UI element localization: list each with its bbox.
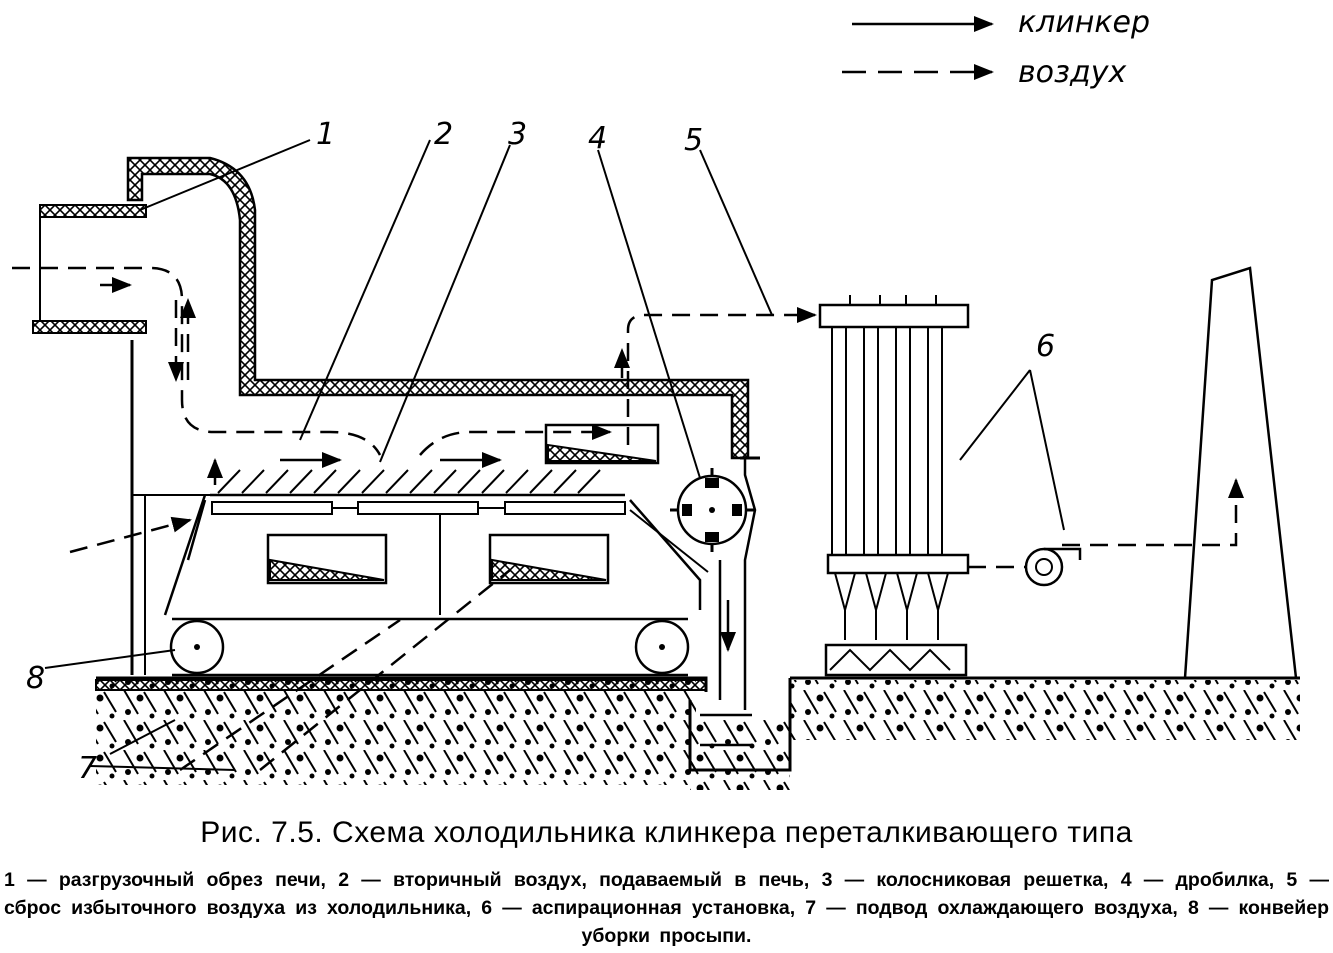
caption-item-1: 1 — разгрузочный обрез печи,	[4, 869, 326, 891]
caption-item-4: 4 — дробилка,	[1120, 869, 1275, 891]
caption-item-5: 5 — сброс избыточного воздуха из холодил…	[4, 869, 1330, 919]
aspiration-unit	[818, 295, 1082, 677]
callout-1: 1	[316, 117, 335, 152]
legend-dashed-label: воздух	[1018, 55, 1126, 90]
callout-8: 8	[26, 661, 45, 696]
caption-item-6: 6 — аспирационная установка,	[481, 897, 796, 919]
figure-caption-title: Рис. 7.5. Схема холодильника клинкера пе…	[200, 816, 1133, 849]
clinker-cooler-diagram: клинкер воздух	[12, 5, 1300, 790]
chimney	[1183, 266, 1298, 679]
belt-conveyor	[169, 617, 690, 677]
caption-item-7: 7 — подвод охлаждающего воздуха,	[805, 897, 1178, 919]
leader-lines	[44, 139, 1065, 771]
grate	[210, 469, 626, 615]
callouts: 1 2 3 4 5 6 7 8	[26, 117, 1055, 786]
ground	[95, 676, 1300, 790]
caption-item-2: 2 — вторичный воздух, подаваемый в печь,	[338, 869, 810, 891]
callout-3: 3	[508, 117, 527, 152]
legend: клинкер воздух	[842, 5, 1150, 90]
callout-6: 6	[1036, 329, 1055, 364]
air-flow	[12, 266, 1244, 772]
callout-7: 7	[78, 751, 97, 786]
crusher	[670, 468, 754, 552]
legend-solid-label: клинкер	[1018, 5, 1150, 40]
callout-4: 4	[588, 121, 607, 156]
caption-item-3: 3 — колосниковая решетка,	[821, 869, 1109, 891]
caption-item-8: 8 — конвейер уборки просыпи.	[581, 897, 1330, 947]
callout-5: 5	[684, 123, 703, 158]
clinker-flow	[207, 452, 736, 652]
callout-2: 2	[434, 117, 453, 152]
cooler-housing	[126, 156, 760, 747]
air-chambers	[266, 423, 660, 585]
figure-caption-legend: 1 — разгрузочный обрез печи, 2 — вторичн…	[4, 866, 1329, 950]
